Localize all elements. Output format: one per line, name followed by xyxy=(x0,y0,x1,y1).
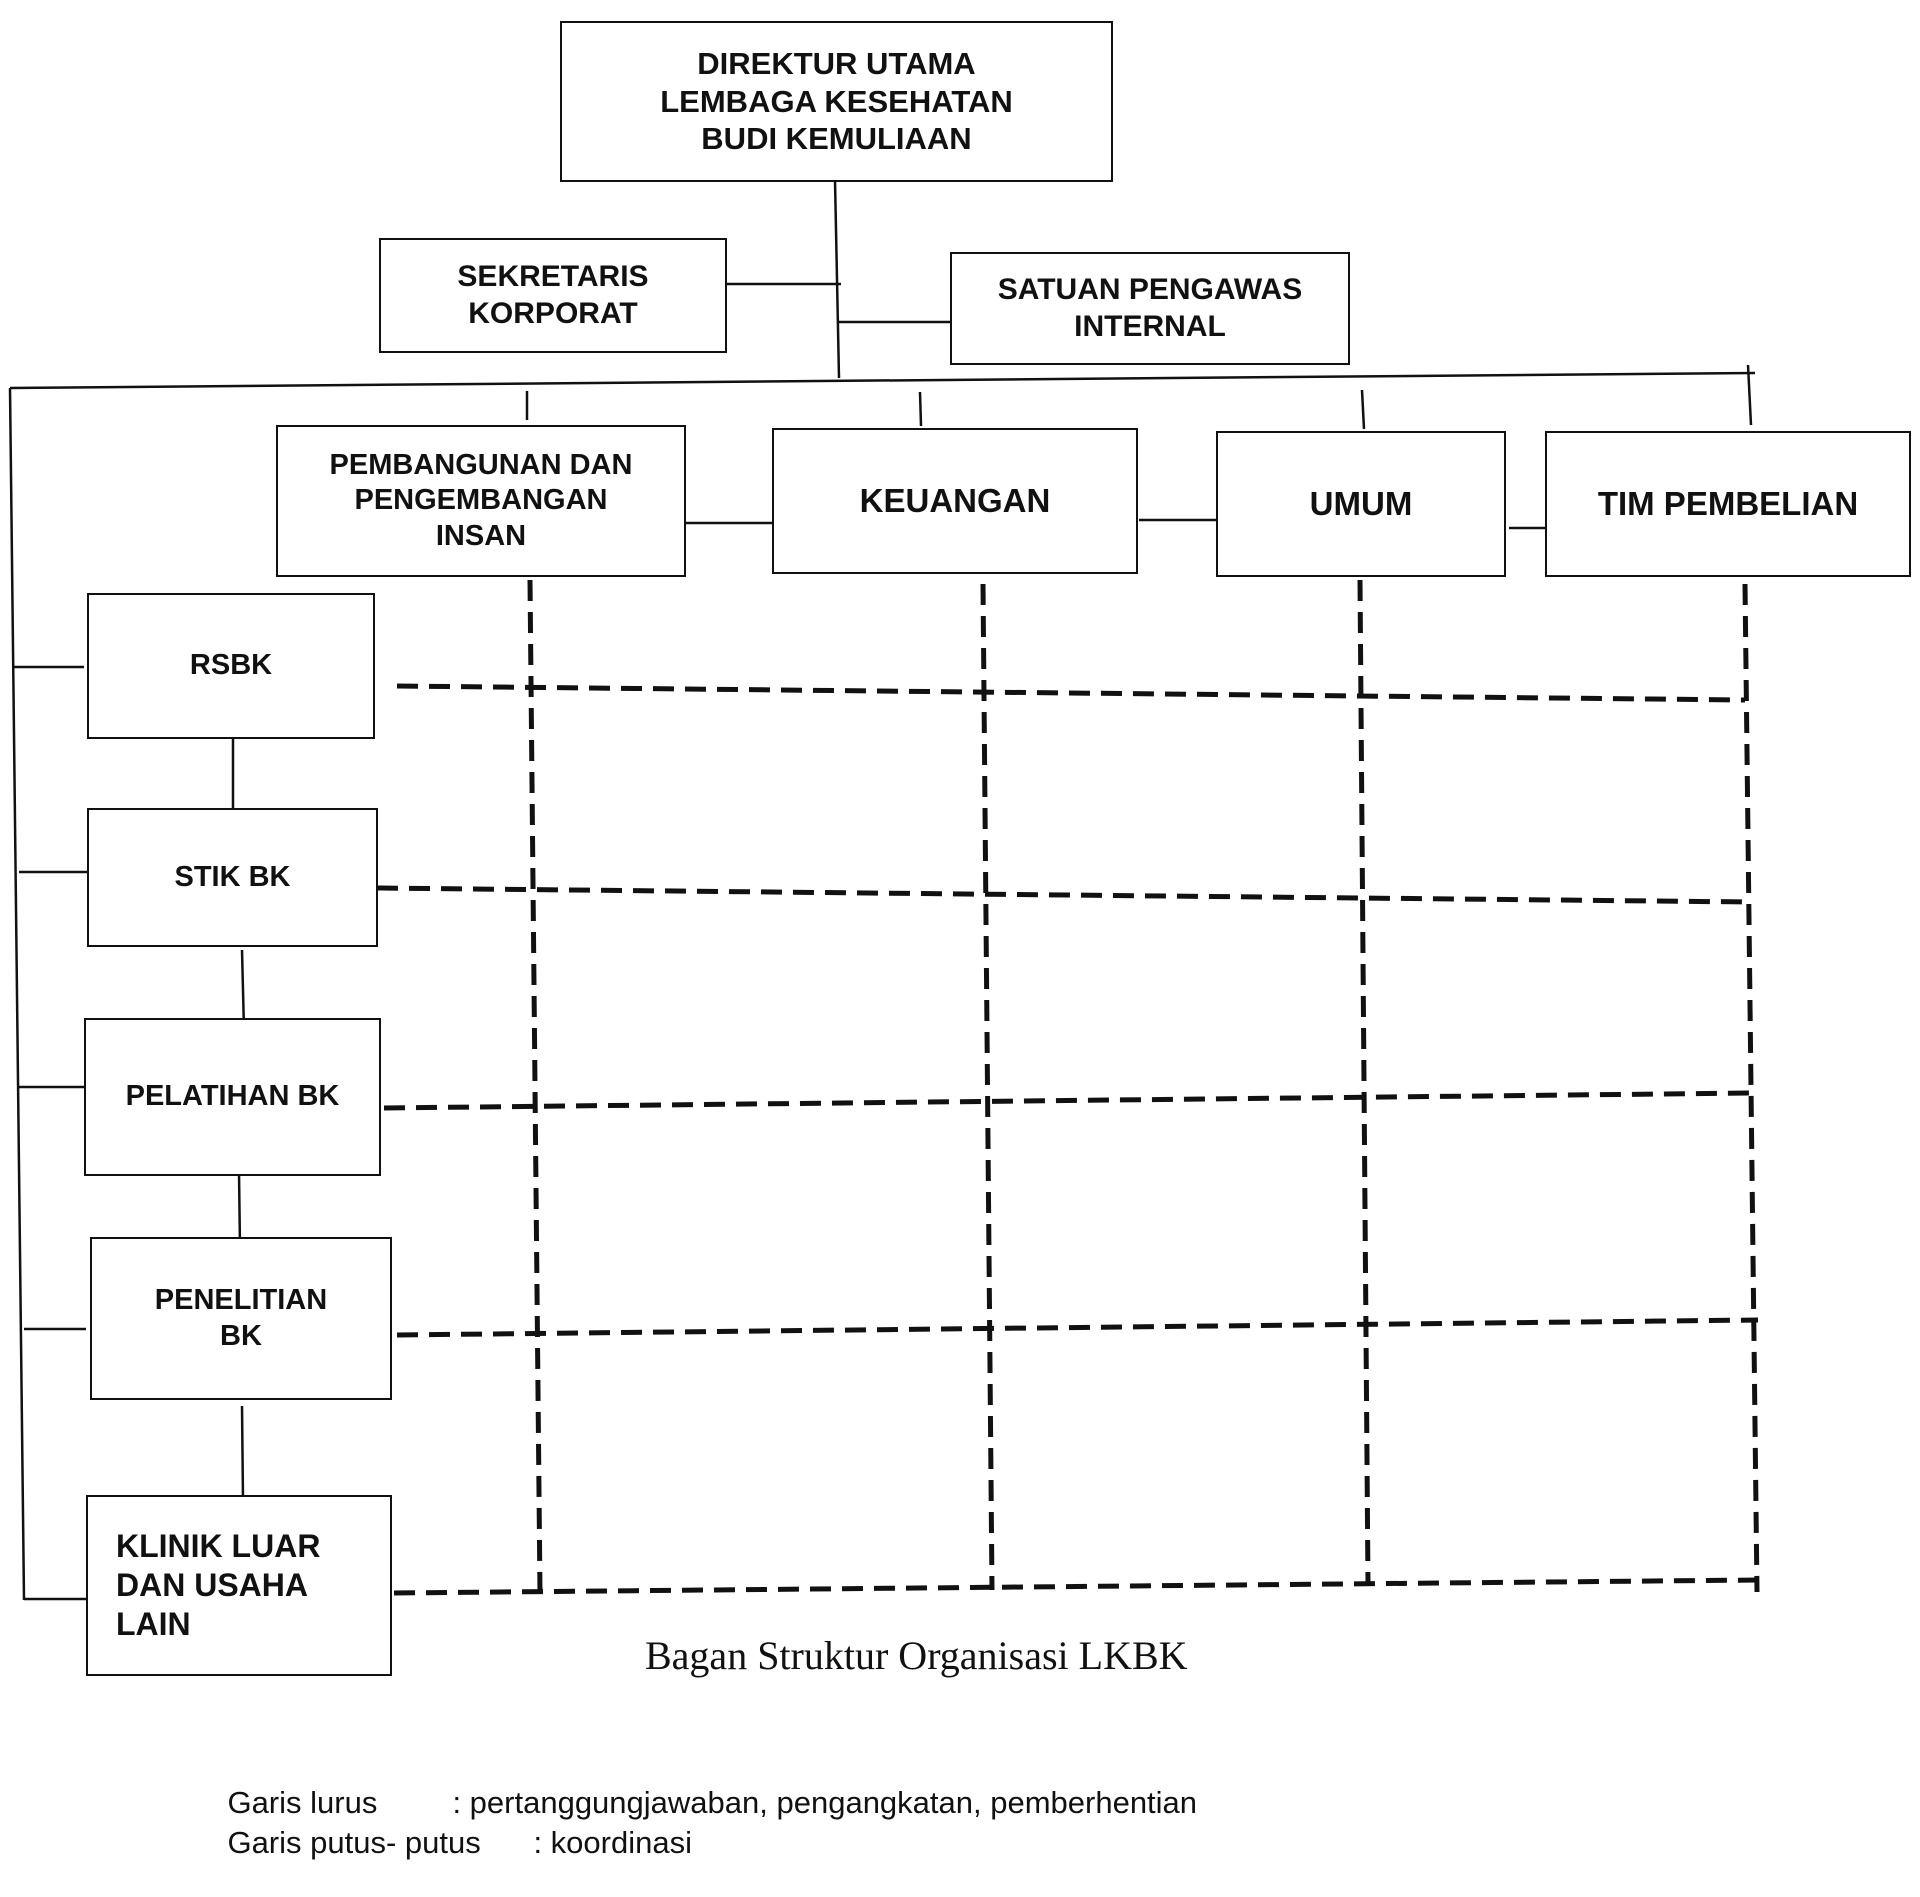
node-direktur-utama: DIREKTUR UTAMA LEMBAGA KESEHATAN BUDI KE… xyxy=(560,21,1113,182)
legend-solid-label: Garis lurus xyxy=(227,1785,378,1820)
solid-line xyxy=(9,371,1756,390)
dashed-lines xyxy=(376,579,1760,1596)
solid-line xyxy=(918,391,923,427)
solid-line xyxy=(240,1405,245,1501)
legend-solid-desc: : pertanggungjawaban, pengangkatan, pemb… xyxy=(452,1785,1198,1820)
legend-dashed: Garis putus- putus : koordinasi xyxy=(193,1789,692,1897)
node-keuangan: KEUANGAN xyxy=(772,428,1138,574)
solid-line xyxy=(1746,364,1753,426)
solid-line xyxy=(237,1171,242,1249)
dashed-line xyxy=(980,583,995,1591)
node-pelatihan-bk: PELATIHAN BK xyxy=(84,1018,381,1176)
legend-solid: Garis lurus : pertanggungjawaban, pengang… xyxy=(193,1749,1197,1857)
dashed-line xyxy=(527,579,543,1594)
node-penelitian-bk: PENELITIAN BK xyxy=(90,1237,392,1400)
solid-line xyxy=(1360,389,1366,430)
connector-lines xyxy=(8,179,1760,1601)
solid-line xyxy=(240,949,246,1031)
dashed-line xyxy=(396,1317,1759,1338)
dashed-line xyxy=(393,1577,1759,1596)
node-sekretaris-korporat: SEKRETARIS KORPORAT xyxy=(379,238,727,353)
diagram-caption: Bagan Struktur Organisasi LKBK xyxy=(645,1633,1188,1678)
legend-dashed-label: Garis putus- putus xyxy=(227,1825,481,1860)
dashed-line xyxy=(383,1090,1754,1111)
dashed-line xyxy=(1742,583,1760,1593)
node-klinik-luar-usaha-lain: KLINIK LUAR DAN USAHA LAIN xyxy=(86,1495,392,1676)
dashed-line xyxy=(396,683,1746,703)
node-rsbk: RSBK xyxy=(87,593,375,739)
dashed-line xyxy=(376,885,1753,905)
node-satuan-pengawas-internal: SATUAN PENGAWAS INTERNAL xyxy=(950,252,1350,365)
legend-dashed-desc: : koordinasi xyxy=(533,1825,692,1860)
node-tim-pembelian: TIM PEMBELIAN xyxy=(1545,431,1911,577)
node-umum: UMUM xyxy=(1216,431,1506,577)
solid-line xyxy=(8,387,26,1601)
node-pembangunan-pengembangan-insan: PEMBANGUNAN DAN PENGEMBANGAN INSAN xyxy=(276,425,686,577)
node-stik-bk: STIK BK xyxy=(87,808,378,947)
solid-lines xyxy=(8,179,1756,1601)
org-chart: DIREKTUR UTAMA LEMBAGA KESEHATAN BUDI KE… xyxy=(8,21,1911,1860)
solid-line xyxy=(833,179,841,379)
dashed-line xyxy=(1357,579,1371,1586)
